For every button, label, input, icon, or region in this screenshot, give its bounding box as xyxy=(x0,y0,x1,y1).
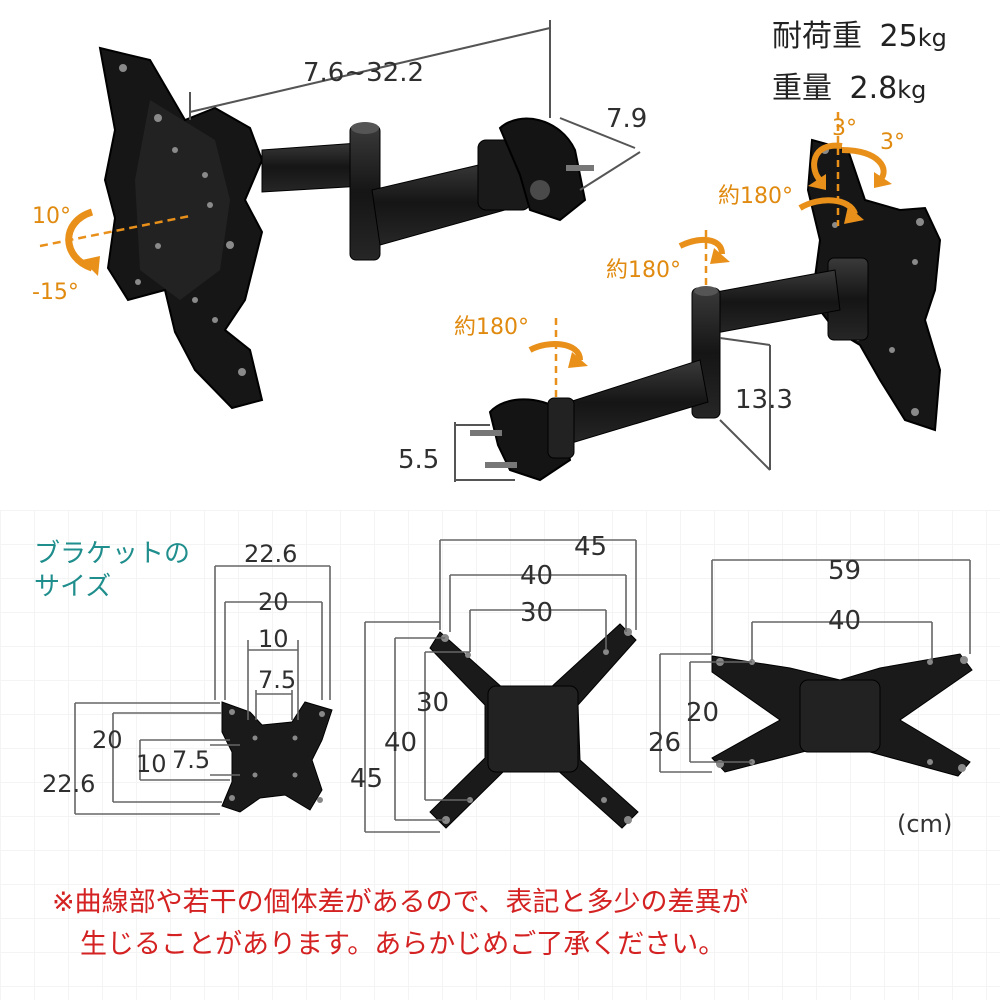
angle-tilt-up: 10° xyxy=(32,204,71,229)
bracket-title-line2: サイズ xyxy=(34,571,112,602)
weight-unit: kg xyxy=(897,76,927,104)
load-value: 25 xyxy=(879,19,918,54)
large-h-inner: 20 xyxy=(686,698,720,728)
medium-h-mid: 40 xyxy=(384,728,418,758)
product-weight: 重量 2.8kg xyxy=(772,74,926,104)
small-bracket-dims xyxy=(74,565,331,815)
angle-rotate-right: 3° xyxy=(880,130,905,155)
medium-bracket xyxy=(429,623,639,829)
large-bracket xyxy=(711,653,973,777)
right-arm xyxy=(559,257,869,446)
small-h-core: 7.5 xyxy=(172,746,211,774)
load-unit: kg xyxy=(917,24,947,52)
angle-swivel-mid: 約180° xyxy=(606,258,681,283)
small-bracket xyxy=(221,701,333,813)
disclaimer-note: ※曲線部や若干の個体差があるので、表記と多少の差異が 生じることがあります。あら… xyxy=(52,882,749,966)
weight-label: 重量 xyxy=(772,71,832,106)
left-arm xyxy=(261,122,531,261)
angle-swivel-base: 約180° xyxy=(454,315,529,340)
load-capacity: 耐荷重 25kg xyxy=(772,22,947,52)
swivel-axes xyxy=(554,112,840,400)
large-h-outer: 26 xyxy=(648,728,682,758)
small-h-mid: 20 xyxy=(92,726,123,754)
swivel-arrows xyxy=(528,142,887,361)
swivel-arrowheads xyxy=(568,172,892,368)
dim-extension: 7.6~32.2 xyxy=(303,58,425,88)
dim-arm-height: 13.3 xyxy=(735,385,793,415)
small-w-inner: 10 xyxy=(258,625,289,653)
small-w-core: 7.5 xyxy=(258,666,297,694)
medium-w-mid: 40 xyxy=(520,561,554,591)
dim-clamp-depth: 5.5 xyxy=(398,445,440,475)
large-bracket-dims xyxy=(659,559,971,773)
dim-clamp-width: 7.9 xyxy=(606,104,648,134)
note-line2: 生じることがあります。あらかじめご了承ください。 xyxy=(80,928,726,960)
medium-h-outer: 45 xyxy=(350,764,384,794)
bracket-title-line1: ブラケットの xyxy=(34,539,191,569)
bracket-section-title: ブラケットの サイズ xyxy=(34,538,190,603)
small-w-mid: 20 xyxy=(258,588,289,616)
small-h-outer: 22.6 xyxy=(42,770,96,798)
load-label: 耐荷重 xyxy=(772,19,862,54)
small-w-outer: 22.6 xyxy=(244,540,298,568)
left-clamp xyxy=(498,117,594,222)
dim-height-lines xyxy=(454,337,771,482)
large-w-inner: 40 xyxy=(828,606,862,636)
note-line1: ※曲線部や若干の個体差があるので、表記と多少の差異が xyxy=(52,887,749,918)
dim-extension-lines xyxy=(189,20,641,191)
unit-label: (cm) xyxy=(897,810,953,838)
medium-w-outer: 45 xyxy=(574,532,608,562)
large-w-outer: 59 xyxy=(828,556,862,586)
angle-tilt-down: -15° xyxy=(32,280,79,305)
right-clamp xyxy=(470,397,575,482)
tilt-arrow xyxy=(39,208,191,276)
medium-bracket-dims xyxy=(364,539,637,833)
medium-h-inner: 30 xyxy=(416,688,450,718)
angle-rotate-left: 3° xyxy=(832,116,857,141)
left-mount-plate xyxy=(98,46,264,410)
medium-w-inner: 30 xyxy=(520,598,554,628)
weight-value: 2.8 xyxy=(849,71,898,106)
small-h-inner: 10 xyxy=(136,750,167,778)
angle-swivel-head: 約180° xyxy=(718,184,793,209)
